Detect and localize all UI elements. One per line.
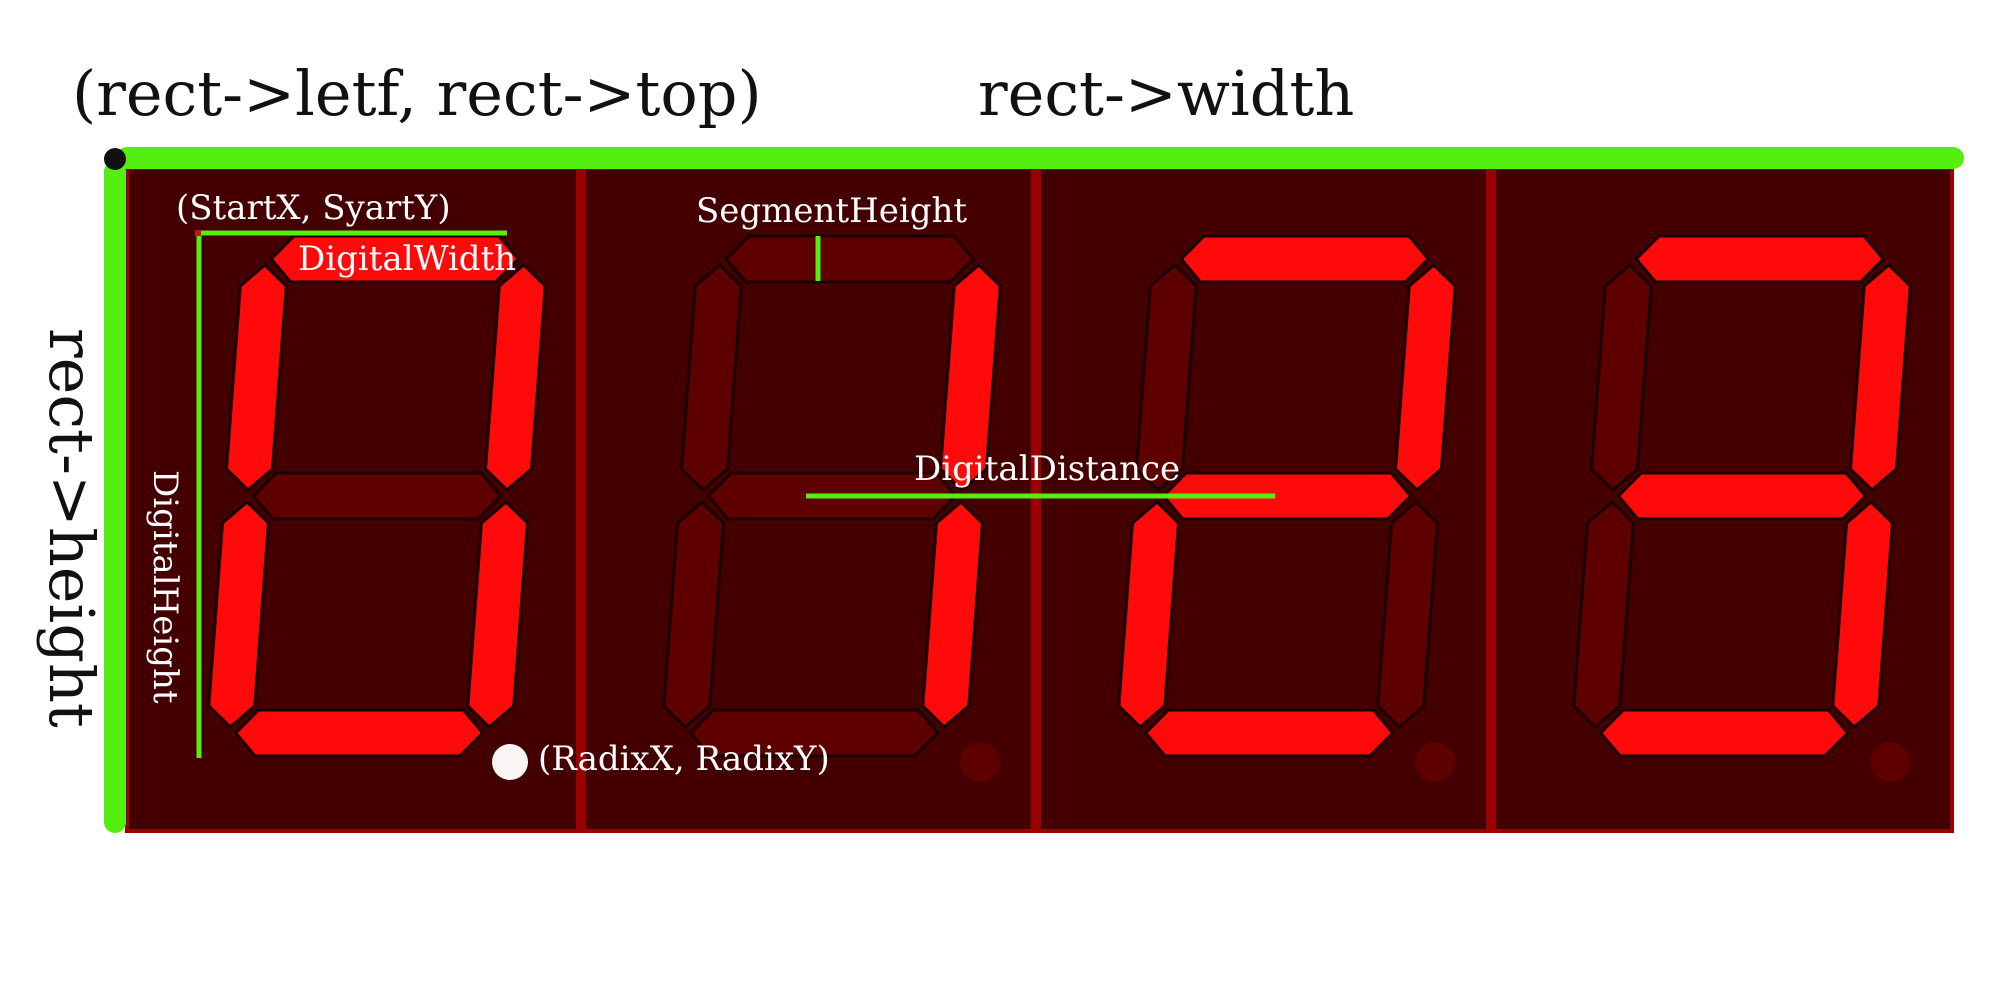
digit-2-segment-b bbox=[938, 262, 1002, 493]
digit-2-segment-e bbox=[662, 499, 726, 730]
radix-label: (RadixX, RadixY) bbox=[538, 739, 830, 779]
digit-1-segment-e bbox=[207, 499, 271, 730]
digit-2-segment-f bbox=[679, 262, 743, 493]
digit-3-segment-d bbox=[1143, 708, 1395, 758]
width-label: rect->width bbox=[978, 57, 1354, 130]
digit-3-segment-g bbox=[1161, 471, 1413, 521]
digit-1-segment-a bbox=[269, 234, 521, 284]
digital-width-label: DigitalWidth bbox=[298, 239, 516, 279]
digit-1-segment-d bbox=[233, 708, 485, 758]
radix-point-marker bbox=[492, 744, 528, 780]
digit-1-segment-f bbox=[224, 262, 288, 493]
start-label: (StartX, SyartY) bbox=[176, 188, 451, 228]
digit-separators bbox=[576, 170, 1496, 830]
digits-group bbox=[207, 234, 1912, 782]
digit-1 bbox=[207, 234, 547, 758]
start-point-marker bbox=[195, 230, 201, 236]
digit-3-decimal-point bbox=[1415, 742, 1455, 782]
digit-4-segment-a bbox=[1634, 234, 1886, 284]
digital-distance-label: DigitalDistance bbox=[914, 449, 1180, 489]
digit-3-segment-b bbox=[1393, 262, 1457, 493]
rect-origin-point bbox=[104, 148, 126, 170]
digit-1-segment-c bbox=[466, 499, 530, 730]
digit-3-segment-e bbox=[1117, 499, 1181, 730]
digit-4-segment-e bbox=[1572, 499, 1636, 730]
digit-1-segment-b bbox=[483, 262, 547, 493]
digit-separator-3 bbox=[1486, 170, 1496, 830]
digit-2-segment-d bbox=[688, 708, 940, 758]
digit-3-segment-f bbox=[1134, 262, 1198, 493]
digit-4-segment-g bbox=[1616, 471, 1868, 521]
digit-separator-2 bbox=[1031, 170, 1041, 830]
digit-4-segment-f bbox=[1589, 262, 1653, 493]
digital-height-label: DigitalHeight bbox=[145, 470, 185, 704]
digit-3 bbox=[1117, 234, 1457, 782]
digit-separator-1 bbox=[576, 170, 586, 830]
height-label: rect->height bbox=[35, 328, 108, 728]
digit-2 bbox=[662, 234, 1002, 782]
segment-height-label: SegmentHeight bbox=[696, 191, 967, 231]
digit-4-segment-c bbox=[1831, 499, 1895, 730]
top-left-label: (rect->letf, rect->top) bbox=[72, 57, 762, 130]
digit-2-segment-c bbox=[921, 499, 985, 730]
digit-2-decimal-point bbox=[960, 742, 1000, 782]
digit-4-segment-d bbox=[1598, 708, 1850, 758]
digit-3-segment-c bbox=[1376, 499, 1440, 730]
digit-2-segment-a bbox=[724, 234, 976, 284]
digit-3-segment-a bbox=[1179, 234, 1431, 284]
digit-4-segment-b bbox=[1848, 262, 1912, 493]
digit-4-decimal-point bbox=[1870, 742, 1910, 782]
digit-1-segment-g bbox=[251, 471, 503, 521]
digit-4 bbox=[1572, 234, 1912, 782]
